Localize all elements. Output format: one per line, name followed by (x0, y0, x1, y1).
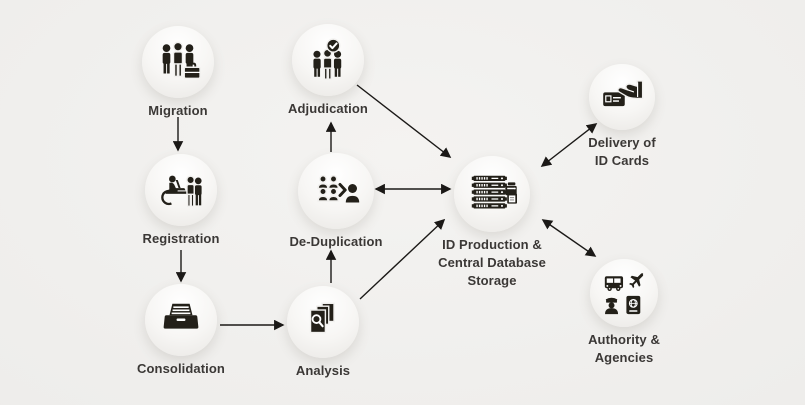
node-circle (590, 259, 658, 327)
transport-authority-icon (604, 273, 644, 315)
archive-drawer-icon (163, 303, 199, 329)
people-with-checkmark-icon (313, 38, 342, 80)
node-adjudication: Adjudication (253, 24, 403, 118)
node-label: Authority & Agencies (588, 332, 660, 365)
node-analysis: Analysis (248, 286, 398, 380)
people-with-briefcase-icon (162, 41, 201, 80)
server-printer-icon (471, 175, 517, 209)
node-circle (589, 64, 655, 130)
plane-glyph (629, 273, 644, 289)
node-label: Adjudication (288, 101, 368, 116)
people-dedupe-icon (317, 175, 360, 203)
node-authority: Authority & Agencies (549, 259, 699, 367)
node-label: Analysis (295, 363, 351, 378)
node-idprod: ID Production & Central Database Storage (417, 156, 567, 290)
node-circle (292, 24, 364, 96)
node-label: Registration (142, 231, 220, 246)
node-consolidation: Consolidation (106, 284, 256, 378)
node-label: Consolidation (137, 361, 225, 376)
hand-id-card-icon (603, 80, 644, 107)
node-delivery: Delivery of ID Cards (547, 64, 697, 170)
node-circle (145, 284, 217, 356)
node-label: ID Production & Central Database Storage (438, 237, 546, 288)
node-dedup: De-Duplication (261, 153, 411, 251)
documents-magnifier-icon (309, 302, 335, 334)
node-migration: Migration (103, 26, 253, 120)
node-label: De-Duplication (289, 234, 383, 249)
node-circle (454, 156, 530, 232)
node-registration: Registration (106, 154, 256, 248)
registration-desk-icon (161, 175, 202, 208)
passport-glyph (626, 295, 641, 315)
officer-glyph (605, 297, 619, 315)
bus-glyph (604, 276, 624, 291)
node-circle (298, 153, 374, 229)
node-circle (145, 154, 217, 226)
node-label: Migration (148, 103, 208, 118)
node-circle (287, 286, 359, 358)
printer-glyph (505, 182, 517, 204)
node-label: Delivery of ID Cards (588, 135, 656, 168)
node-circle (142, 26, 214, 98)
